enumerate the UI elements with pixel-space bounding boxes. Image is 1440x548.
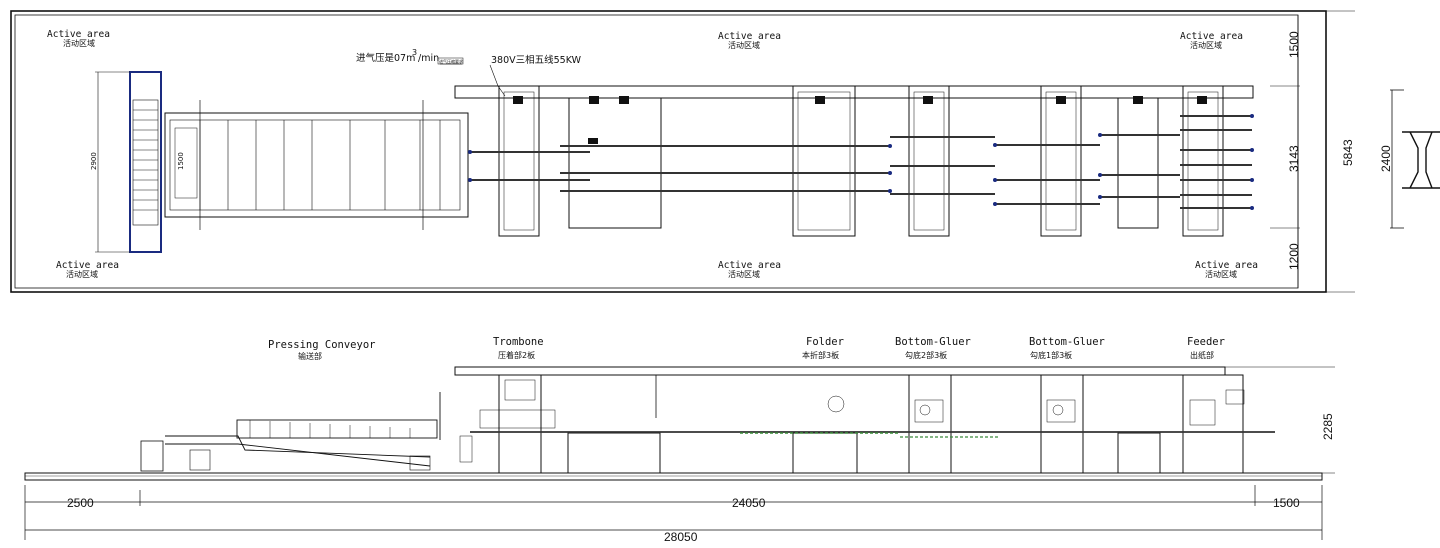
station-bottom-gluer-2: Bottom-Gluer 勾底2部3板 [895, 336, 971, 360]
active-area-cn-text: 活动区域 [728, 40, 760, 50]
dim-bottom-margin: 1200 [1287, 243, 1301, 270]
active-area-text: Active area [1195, 260, 1258, 271]
bottom-gluer-1-frame [1040, 85, 1082, 237]
dim-machine-height-elevation: 2285 [1321, 413, 1335, 440]
active-area-cn-text: 活动区域 [1190, 40, 1222, 50]
active-area-text: Active area [47, 29, 110, 40]
dim-length-left: 2500 [67, 496, 94, 510]
station-feeder: Feeder 出纸部 [1187, 336, 1225, 360]
air-pressure-tag: 进气压缩要求 [439, 58, 463, 64]
station-cn: 本折部3板 [802, 350, 839, 360]
station-bottom-gluer-1: Bottom-Gluer 勾底1部3板 [1029, 336, 1105, 360]
pressing-conveyor-frame [164, 112, 469, 218]
dim-top-margin: 1500 [1287, 31, 1301, 58]
power-note: 380V三相五线55KW [491, 54, 582, 66]
station-cn: 勾底2部3板 [905, 350, 947, 360]
active-area-border-inner [14, 14, 1299, 289]
trombone-frame [498, 85, 540, 237]
air-tag-box [437, 57, 464, 65]
dim-length-right: 1500 [1273, 496, 1300, 510]
press-belt [236, 419, 438, 439]
dim-machine-height: 2900 [90, 152, 98, 170]
station-name: Trombone [493, 336, 544, 348]
active-area-label-2: Active area 活动区域 [718, 31, 781, 50]
station-cn: 输送部 [298, 351, 322, 361]
plan-view [10, 10, 1440, 293]
dim-total-width: 5843 [1341, 139, 1355, 166]
station-trombone: Trombone 压着部2板 [493, 336, 544, 360]
dim-inner-width: 1500 [177, 152, 185, 170]
station-cn: 出纸部 [1190, 350, 1214, 360]
station-pressing-conveyor: Pressing Conveyor 输送部 [268, 339, 375, 361]
active-area-cn-text: 活动区域 [63, 38, 95, 48]
bottom-gluer-2-frame [908, 85, 950, 237]
elevation-view [24, 366, 1335, 540]
dim-side-view-width: 2400 [1379, 145, 1393, 172]
active-area-cn-text: 活动区域 [728, 269, 760, 279]
station-name: Bottom-Gluer [895, 336, 971, 348]
active-area-border-outer [10, 10, 1327, 293]
air-pressure-note: 进气压是07m [356, 52, 415, 64]
active-area-text: Active area [718, 260, 781, 271]
station-name: Bottom-Gluer [1029, 336, 1105, 348]
feeder-frame [1182, 85, 1224, 237]
station-name: Pressing Conveyor [268, 339, 375, 351]
air-pressure-unit: /min [418, 53, 439, 64]
active-area-text: Active area [1180, 31, 1243, 42]
dim-center-width: 3143 [1287, 145, 1301, 172]
active-area-label-6: Active area 活动区域 [1195, 260, 1258, 279]
floor-line [24, 472, 1323, 481]
air-pressure-superscript: 3 [412, 48, 417, 57]
delivery-stack [129, 71, 162, 253]
dim-length-total: 28050 [664, 530, 698, 544]
active-area-label-5: Active area 活动区域 [718, 260, 781, 279]
folder-frame [792, 85, 856, 237]
overhead-frame [454, 366, 1226, 376]
active-area-label-1: Active area 活动区域 [47, 29, 110, 48]
dim-length-middle: 24050 [732, 496, 766, 510]
side-section-view [1390, 89, 1440, 229]
active-area-cn-text: 活动区域 [66, 269, 98, 279]
station-cn: 压着部2板 [498, 350, 535, 360]
active-area-cn-text: 活动区域 [1205, 269, 1237, 279]
station-folder: Folder 本折部3板 [802, 336, 844, 360]
station-name: Folder [806, 336, 844, 348]
active-area-label-4: Active area 活动区域 [56, 260, 119, 279]
station-cn: 勾底1部3板 [1030, 350, 1072, 360]
station-name: Feeder [1187, 336, 1225, 348]
active-area-text: Active area [718, 31, 781, 42]
active-area-text: Active area [56, 260, 119, 271]
active-area-label-3: Active area 活动区域 [1180, 31, 1243, 50]
